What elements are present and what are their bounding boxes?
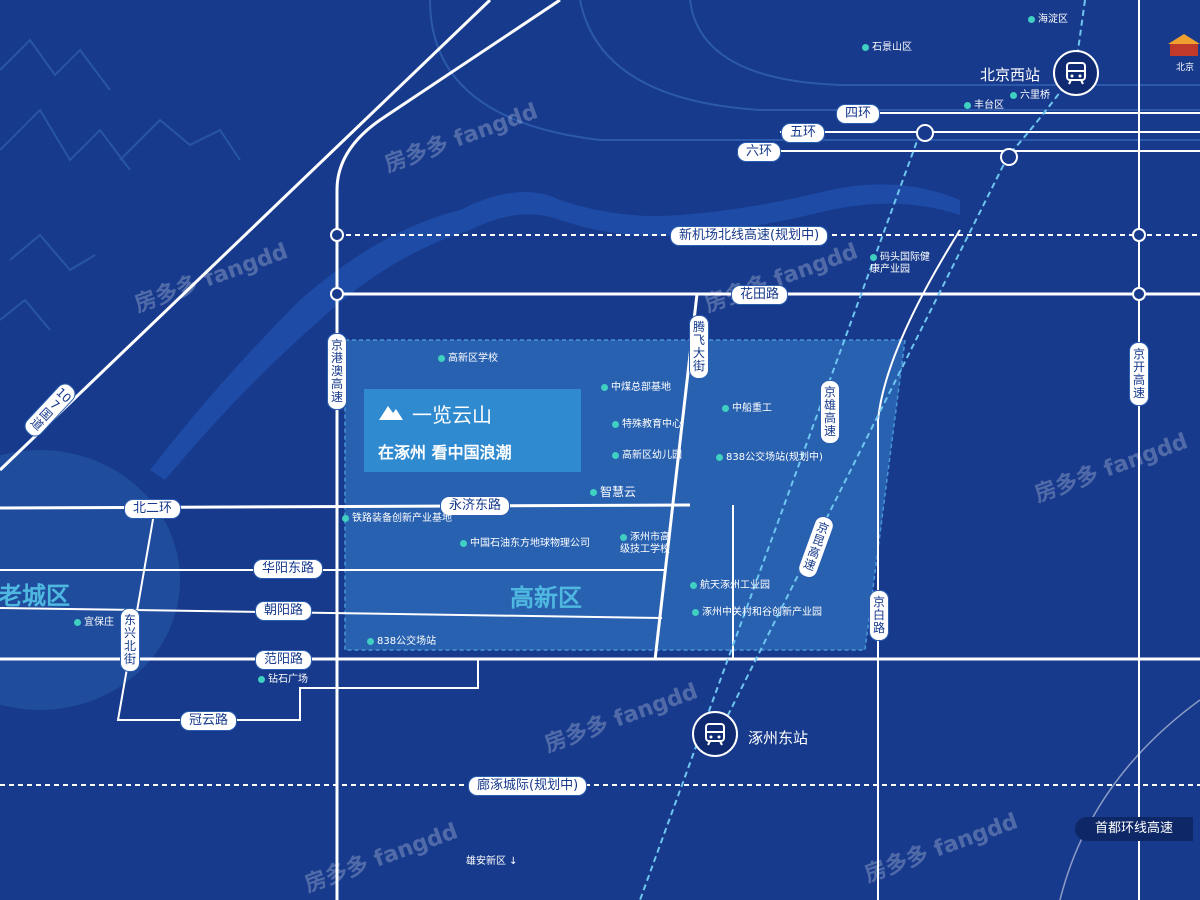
junction-node [1000,148,1018,166]
road-label-intercity: 廊涿城际(规划中) [468,776,588,796]
poi-tezhong: 特殊教育中心 [612,419,682,431]
project-name: 一览云山 [412,403,492,427]
road-label-tengfei: 腾飞大街 [689,315,709,379]
district-old-city: 老城区 [0,582,70,610]
poi-haidian: 海淀区 [1028,14,1068,26]
poi-zhongchuan: 中船重工 [722,403,772,415]
mountain-logo-icon [379,404,403,424]
road-label-ring4: 四环 [836,104,881,124]
train-station-icon[interactable] [692,711,738,757]
road-label-ring6: 六环 [737,142,782,162]
road-label-huayang-east: 华阳东路 [253,559,324,579]
road-label-chaoyang: 朝阳路 [255,601,313,621]
district-high-tech: 高新区 [510,584,582,612]
project-promo[interactable]: 一览云山 在涿州 看中国浪潮 [364,389,581,472]
poi-zhuozhou-tech: 涿州市高级技工学校 [620,532,670,555]
poi-zhongmei: 中煤总部基地 [601,382,671,394]
poi-tielu: 铁路装备创新产业基地 [342,513,452,525]
beijing-rings [429,0,1200,141]
project-slogan: 在涿州 看中国浪潮 [378,443,512,462]
poi-zhongshiyou: 中国石油东方地球物理公司 [460,538,590,550]
road-label-huatian: 花田路 [731,285,789,305]
poi-gaoxin-school: 高新区学校 [438,353,498,365]
poi-bus838: 838公交场站 [367,636,436,648]
road-label-beierhuan: 北二环 [124,499,182,519]
poi-zuanshi: 钻石广场 [258,674,308,686]
junction-node [916,124,934,142]
station-name-zhuozhou-east: 涿州东站 [748,729,809,747]
poi-shijingshan: 石景山区 [862,42,912,54]
poi-hangtian: 航天涿州工业园 [690,580,770,592]
junction-node [1132,228,1146,242]
road-label-jinggang: 京港澳高速 [327,333,347,410]
road-label-capital-ring: 首都环线高速 [1075,817,1194,841]
road-label-ring5: 五环 [781,123,826,143]
rail-lines [639,0,1086,900]
poi-fengtai: 丰台区 [964,100,1004,112]
junction-node [330,228,344,242]
poi-beijing: 北京 [1176,63,1195,73]
poi-zhihuiyun: 智慧云 [590,486,636,498]
poi-bus838-plan: 838公交场站(规划中) [716,452,823,464]
station-name-beijing-west: 北京西站 [980,66,1041,84]
road-label-jingkai: 京开高速 [1129,342,1149,406]
road-label-jingxiong: 京雄高速 [820,380,840,444]
poi-gaoxin-kinder: 高新区幼儿园 [612,450,682,462]
road-label-fanyang: 范阳路 [255,650,313,670]
train-station-icon[interactable] [1053,50,1099,96]
poi-xiongan: 雄安新区 ↓ [466,856,518,867]
poi-matou: 码头国际健康产业园 [870,252,930,275]
poi-zhongguancun: 涿州中关村和谷创新产业园 [692,607,822,619]
road-label-jingbai: 京白路 [869,590,889,641]
junction-node [330,287,344,301]
road-label-dongxing-north: 东兴北街 [120,608,140,672]
poi-yibao: 宜保庄 [74,617,114,629]
road-label-yongji-east: 永济东路 [440,496,511,516]
poi-liulihe: 六里桥 [1010,90,1050,102]
road-label-airport-north: 新机场北线高速(规划中) [670,226,829,246]
mountain-decor [0,38,241,331]
tiananmen-icon [1168,32,1200,62]
junction-node [1132,287,1146,301]
road-label-guanyun: 冠云路 [180,711,238,731]
